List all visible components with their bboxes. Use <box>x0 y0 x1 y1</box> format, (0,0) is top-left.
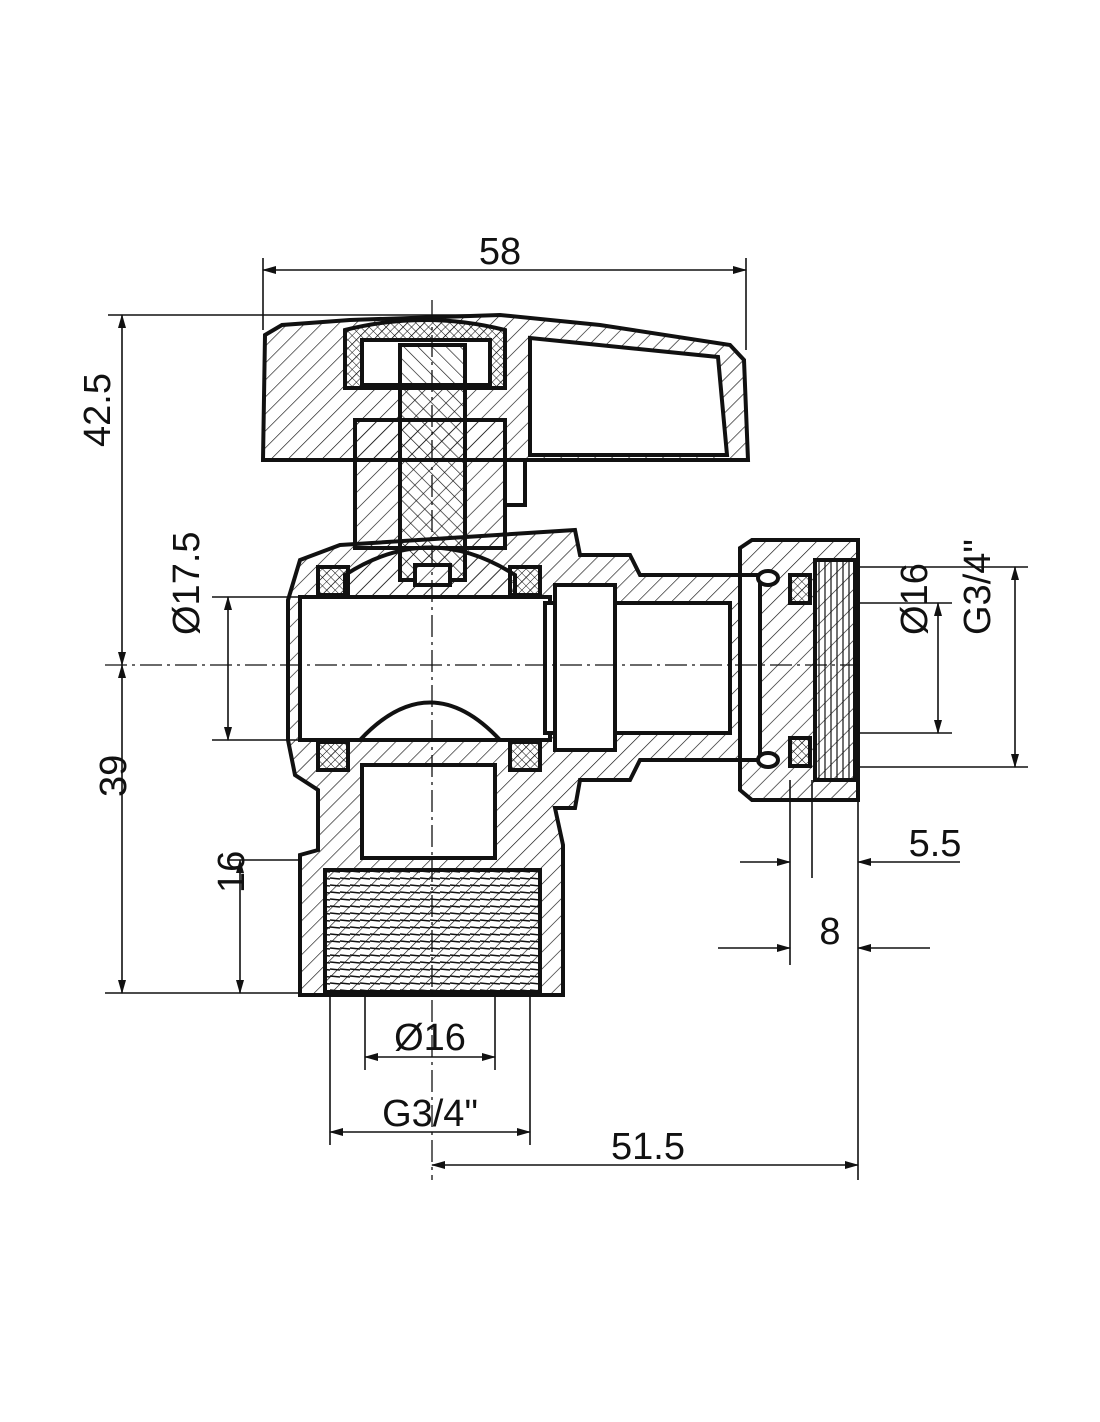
dim-nut-thread-depth: 5.5 <box>909 823 962 865</box>
outlet-vertical-bore <box>360 763 497 860</box>
dim-outlet-bore: Ø16 <box>894 563 936 635</box>
dim-outlet-thread: G3/4" <box>957 539 999 635</box>
dim-height-above-axis: 42.5 <box>77 373 119 447</box>
dimension-labels: 58 42.5 39 Ø17.5 16 Ø16 G3/4" 51.5 Ø16 G… <box>77 231 999 1168</box>
seal-ring <box>508 565 542 597</box>
o-ring <box>756 751 780 769</box>
dim-nut-length: 8 <box>819 911 840 953</box>
nut-gasket <box>788 573 812 605</box>
stop-tab <box>503 458 527 507</box>
dim-inlet-bore: Ø17.5 <box>166 531 208 635</box>
seal-ring <box>316 565 350 597</box>
dim-bottom-bore: Ø16 <box>394 1017 466 1059</box>
dim-height-below-axis: 39 <box>93 755 135 797</box>
dim-bottom-thread: G3/4" <box>382 1093 478 1135</box>
ball-bottom <box>355 700 505 742</box>
ball-seat-ring <box>553 583 617 752</box>
nut-thread <box>813 558 857 782</box>
seal-ring <box>508 740 542 772</box>
dim-overall-width: 58 <box>479 231 521 273</box>
nut-gasket <box>788 736 812 768</box>
seal-ring <box>316 740 350 772</box>
dimension-lines <box>105 258 1028 1180</box>
dim-axis-to-face: 51.5 <box>611 1126 685 1168</box>
o-ring <box>756 569 780 587</box>
dim-thread-length: 16 <box>211 851 253 893</box>
valve-body <box>260 312 860 997</box>
handle-opening <box>528 335 730 457</box>
